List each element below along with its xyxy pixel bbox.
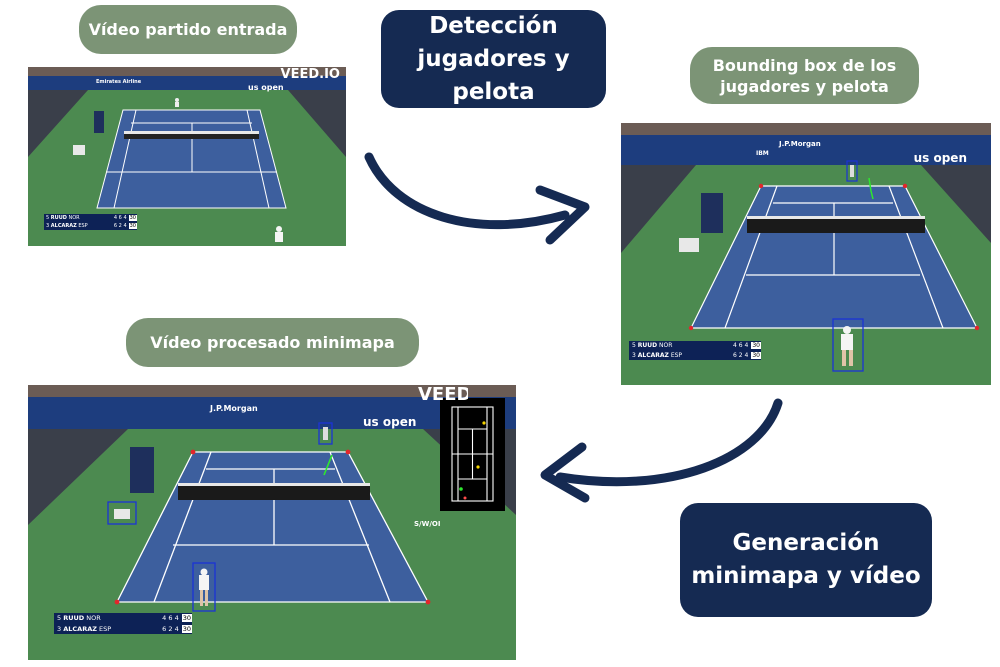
player-name: ALCARAZ [50, 223, 77, 229]
processed-score-row-1: 5 RUUD NOR 4 6 4 30 [54, 613, 192, 624]
input-video-frame: VEED.IO 5 RUUD NOR 4 6 4 30 3 ALCARAZ ES… [28, 67, 346, 246]
generation-line-1: Generación [732, 530, 880, 556]
detection-step-box: Detección jugadores y pelota [381, 10, 606, 108]
bbox-score-row-2: 3 ALCARAZ ESP 6 2 4 30 [629, 351, 761, 361]
player-name: ALCARAZ [637, 351, 669, 359]
score-seed: 3 [46, 223, 50, 229]
processed-watermark: VEED.IO [418, 385, 468, 405]
input-score-row-1: 5 RUUD NOR 4 6 4 30 [44, 214, 137, 222]
score-seed: 3 [632, 351, 636, 359]
player-name: RUUD [637, 342, 658, 350]
detection-line-1: Detección [429, 12, 558, 39]
player-country: ESP [78, 223, 88, 229]
input-video-label-text: Vídeo partido entrada [88, 20, 288, 39]
set-score: 4 [162, 614, 167, 623]
bounding-box-line-2: jugadores y pelota [720, 76, 889, 96]
set-score: 2 [118, 223, 122, 229]
game-score: 30 [181, 614, 192, 623]
input-watermark: VEED.IO [280, 67, 340, 82]
score-seed: 5 [46, 215, 50, 221]
player-country: NOR [659, 342, 673, 350]
set-score: 6 [118, 215, 122, 221]
arrow-to-processed-video [540, 398, 783, 503]
game-score: 30 [751, 342, 761, 350]
set-score: 6 [162, 624, 167, 633]
detection-line-3: pelota [452, 78, 535, 105]
set-score: 6 [168, 614, 173, 623]
input-sponsor-emirates: Emirates Airline [96, 79, 142, 85]
processed-video-label: Vídeo procesado minimapa [126, 318, 419, 367]
arrow-to-bounding-box [364, 152, 590, 245]
player-name: RUUD [63, 614, 85, 623]
player-name: RUUD [50, 215, 67, 221]
generation-step-box: Generación minimapa y vídeo [680, 503, 932, 617]
set-score: 4 [733, 342, 737, 350]
player-country: NOR [86, 614, 101, 623]
processed-video-frame: VEED.IO J.P.Morgan us open S/W/OI 5 RUUD… [28, 385, 516, 660]
processed-sponsor-jpmorgan: J.P.Morgan [210, 404, 258, 413]
processed-court-logo: S/W/OI [414, 520, 441, 528]
bounding-box-line-1: Bounding box de los [712, 55, 897, 75]
bbox-scoreboard: 5 RUUD NOR 4 6 4 30 3 ALCARAZ ESP 6 2 4 … [629, 341, 761, 360]
set-score: 2 [738, 351, 743, 359]
score-seed: 5 [57, 614, 62, 623]
bounding-box-frame: J.P.Morgan us open 5 RUUD NOR 4 6 4 30 3… [621, 123, 991, 385]
set-score: 6 [113, 223, 118, 229]
set-score: 2 [168, 624, 173, 633]
input-score-row-2: 3 ALCARAZ ESP 6 2 4 30 [44, 222, 137, 230]
set-score: 4 [174, 624, 179, 633]
player-country: ESP [99, 624, 112, 633]
player-country: NOR [68, 215, 80, 221]
input-scoreboard: 5 RUUD NOR 4 6 4 30 3 ALCARAZ ESP 6 2 4 … [44, 214, 137, 230]
bbox-usopen-logo: us open [913, 151, 967, 165]
processed-score-row-2: 3 ALCARAZ ESP 6 2 4 30 [54, 624, 192, 635]
set-score: 4 [744, 342, 749, 350]
generation-line-2: minimapa y vídeo [691, 563, 921, 589]
bbox-score-row-1: 5 RUUD NOR 4 6 4 30 [629, 341, 761, 351]
set-score: 4 [123, 215, 127, 221]
set-score: 4 [113, 215, 118, 221]
input-usopen-logo: us open [248, 83, 284, 92]
bounding-box-label: Bounding box de los jugadores y pelota [690, 47, 919, 104]
processed-usopen-logo: us open [363, 415, 417, 429]
bbox-sponsor-jpmorgan: J.P.Morgan [779, 140, 821, 148]
game-score: 30 [128, 223, 137, 229]
score-seed: 3 [57, 624, 62, 633]
score-seed: 5 [632, 342, 636, 350]
set-score: 6 [733, 351, 737, 359]
detection-line-2: jugadores y [417, 45, 570, 72]
game-score: 30 [751, 351, 761, 359]
player-name: ALCARAZ [63, 624, 97, 633]
set-score: 4 [123, 223, 127, 229]
set-score: 6 [738, 342, 743, 350]
bbox-sponsor-ibm: IBM [756, 150, 769, 157]
processed-scoreboard: 5 RUUD NOR 4 6 4 30 3 ALCARAZ ESP 6 2 4 … [54, 613, 192, 634]
set-score: 4 [744, 351, 749, 359]
player-country: ESP [670, 351, 683, 359]
game-score: 30 [181, 624, 192, 633]
processed-video-label-text: Vídeo procesado minimapa [150, 333, 395, 352]
set-score: 4 [174, 614, 179, 623]
game-score: 30 [128, 215, 137, 221]
input-video-label: Vídeo partido entrada [79, 5, 297, 54]
